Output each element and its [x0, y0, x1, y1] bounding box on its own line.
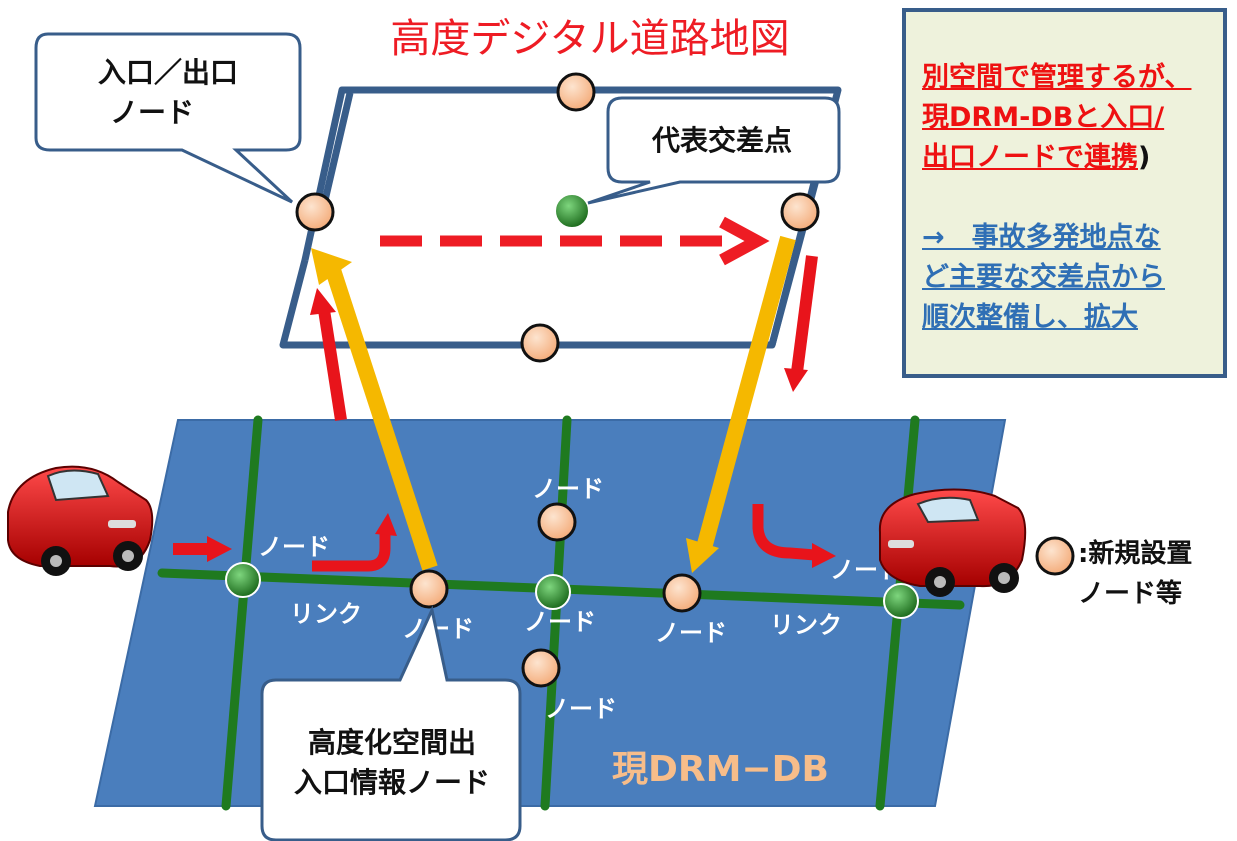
yellow-arrow-down [686, 235, 796, 573]
red-arrow-car-in [173, 536, 232, 562]
new-node [537, 502, 577, 542]
red-dashed-arrow [380, 216, 770, 266]
representative-intersection-node [554, 193, 590, 229]
red-arrow-turn-right [752, 504, 836, 568]
info-line: → 事故多発地点な [922, 222, 1161, 253]
callout-representative-intersection: 代表交差点 [587, 96, 841, 205]
node-label: ノード [258, 533, 330, 561]
red-arrow-turn-up [312, 513, 397, 572]
node-label: ノード [545, 695, 617, 723]
svg-text:入口／出口: 入口／出口 [98, 56, 238, 89]
svg-text:ノード: ノード [110, 96, 194, 129]
link-label: リンク [770, 611, 842, 639]
new-node [662, 573, 702, 613]
new-node [556, 72, 596, 112]
new-node [520, 323, 560, 363]
svg-text:代表交差点: 代表交差点 [651, 124, 792, 157]
info-line: 別空間で管理するが、 [922, 62, 1192, 93]
new-node [780, 192, 820, 232]
new-node [295, 192, 335, 232]
node-label: ノード [655, 619, 727, 647]
callout-entry-exit-node: 入口／出口 ノード [34, 32, 302, 204]
svg-text:入口情報ノード: 入口情報ノード [294, 766, 490, 799]
new-node [409, 569, 449, 609]
red-arrow-up-left [310, 288, 347, 421]
node-label: ノード [524, 608, 596, 636]
diagram-title: 高度デジタル道路地図 [390, 16, 789, 62]
callout-advanced-space-node: 高度化空間出 入口情報ノード [260, 605, 522, 841]
info-line: ど主要な交差点から [922, 262, 1165, 293]
legend-line: :新規設置 [1078, 539, 1193, 569]
info-box: 別空間で管理するが、 現DRM-DBと入口/ 出口ノードで連携) → 事故多発地… [902, 8, 1227, 378]
new-node [521, 648, 561, 688]
node-label: ノード [532, 475, 604, 503]
legend-new-node-icon [1035, 536, 1075, 576]
legend: :新規設置 ノード等 [1078, 534, 1192, 614]
frame-right-edge-lower [768, 164, 824, 346]
legend-line: ノード等 [1078, 579, 1183, 609]
info-line-suffix: ) [1138, 142, 1151, 173]
existing-node [883, 583, 919, 619]
red-arrow-down-right [784, 255, 818, 392]
info-line: 順次整備し、拡大 [922, 302, 1138, 333]
drm-db-label: 現DRM−DB [612, 749, 829, 790]
yellow-arrow-up [311, 248, 438, 571]
link-label: リンク [290, 600, 362, 628]
car-right [878, 488, 1027, 597]
info-line: 出口ノードで連携 [922, 142, 1138, 173]
svg-text:高度化空間出: 高度化空間出 [308, 726, 476, 759]
existing-node [225, 562, 261, 598]
car-left [7, 465, 154, 576]
existing-node [535, 574, 571, 610]
info-line: 現DRM-DBと入口/ [922, 102, 1165, 133]
